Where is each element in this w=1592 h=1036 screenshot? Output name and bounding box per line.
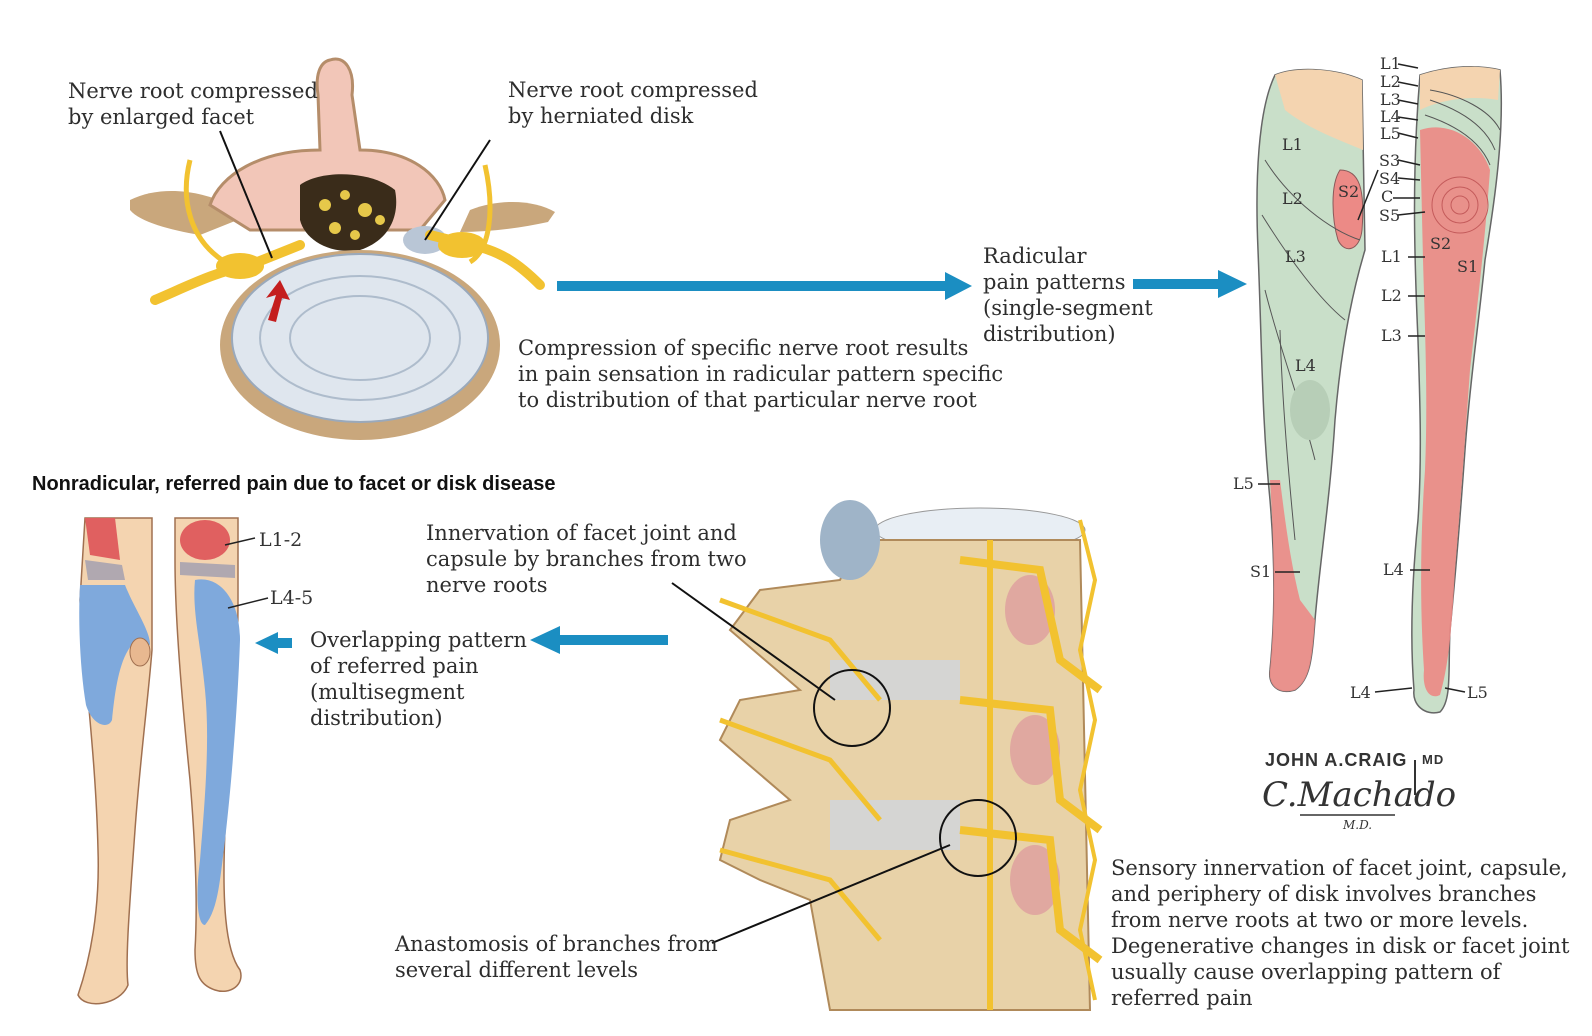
spine-lateral-view	[718, 500, 1103, 1011]
arrow-small-left	[255, 632, 292, 654]
dermatome-back-top-5: S3	[1379, 151, 1401, 170]
dermatome-back-leg	[1411, 65, 1503, 714]
dermatome-left-l5: L5	[1233, 474, 1254, 493]
pointer-line-disk	[424, 139, 491, 241]
label-anastomosis: Anastomosis of branches from several dif…	[395, 932, 718, 982]
label-radicular-patterns: Radicular pain patterns (single-segment …	[983, 244, 1153, 346]
arrow-to-radicular	[557, 272, 972, 300]
label-facet-compressed: Nerve root compressed by enlarged facet	[68, 79, 318, 129]
signature-craig-md: MD	[1422, 752, 1445, 767]
dermatome-front-leg	[1256, 68, 1366, 692]
pointer-line-innervation	[671, 582, 836, 701]
dermatome-back-s2: S2	[1430, 234, 1452, 253]
dermatome-side-l3: L3	[1381, 326, 1402, 345]
heading-nonradicular: Nonradicular, referred pain due to facet…	[32, 473, 556, 495]
label-disk-compressed: Nerve root compressed by herniated disk	[508, 78, 758, 128]
dermatome-back-top-1: L2	[1380, 72, 1401, 91]
label-l4-5: L4-5	[270, 587, 314, 609]
dermatome-front-l2: L2	[1282, 189, 1303, 208]
label-compression-text: Compression of specific nerve root resul…	[518, 336, 1004, 412]
referred-front-leg	[77, 517, 153, 1005]
dermatome-foot-l5: L5	[1467, 683, 1488, 702]
signature-craig: JOHN A.CRAIG	[1265, 750, 1408, 770]
arrow-to-referred	[530, 626, 668, 654]
dermatome-front-s2: S2	[1338, 182, 1360, 201]
label-innervation-facet: Innervation of facet joint and capsule b…	[426, 521, 747, 597]
dermatome-side-l2: L2	[1381, 286, 1402, 305]
vertebra-cross-section	[130, 57, 555, 440]
dermatome-back-top-4: L5	[1380, 124, 1401, 143]
dermatome-left-s1: S1	[1250, 562, 1272, 581]
dermatome-back-top-6: S4	[1379, 169, 1401, 188]
arrow-to-legs	[1133, 270, 1247, 298]
pointer-line-facet	[219, 130, 273, 259]
dermatome-back-top-3: L4	[1380, 107, 1401, 126]
signature-machado: C.Machado	[1262, 775, 1457, 815]
referred-back-leg	[174, 517, 242, 992]
dermatome-back-top-2: L3	[1380, 90, 1401, 109]
dermatome-back-top-8: S5	[1379, 206, 1401, 225]
pointer-line-anastomosis	[711, 844, 951, 944]
dermatome-side-l4: L4	[1383, 560, 1404, 579]
dermatome-front-l4: L4	[1295, 356, 1316, 375]
dermatome-front-l3: L3	[1285, 247, 1306, 266]
label-sensory-innervation: Sensory innervation of facet joint, caps…	[1111, 856, 1570, 1010]
dermatome-side-l1: L1	[1381, 247, 1402, 266]
dermatome-front-l1: L1	[1282, 135, 1303, 154]
dermatome-foot-l4: L4	[1350, 683, 1371, 702]
signature-machado-md: M.D.	[1343, 818, 1373, 832]
dermatome-back-s1: S1	[1457, 257, 1479, 276]
dermatome-back-top-0: L1	[1380, 54, 1401, 73]
dermatome-back-top-7: C	[1381, 187, 1394, 206]
label-overlapping-pattern: Overlapping pattern of referred pain (mu…	[310, 628, 527, 730]
segment-ticks	[224, 63, 1466, 693]
label-l1-2: L1-2	[259, 529, 303, 551]
